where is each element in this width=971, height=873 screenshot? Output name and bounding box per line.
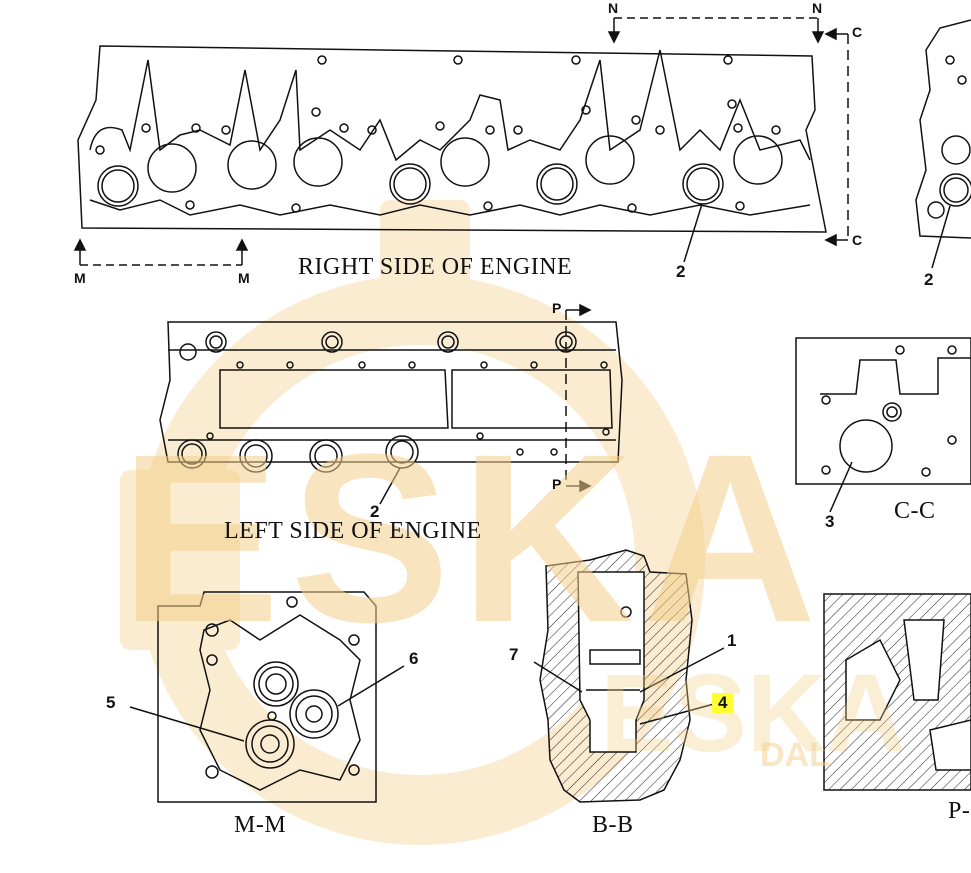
section-p-line — [565, 303, 592, 493]
cc-title: C-C — [894, 498, 936, 524]
section-mark-c-top: C — [852, 24, 863, 40]
section-mark-n-left: N — [608, 0, 619, 16]
section-mark-m-right: M — [238, 270, 250, 286]
callout-6[interactable]: 6 — [409, 649, 419, 668]
p-title-partial: P- — [948, 798, 971, 824]
left-side-title: LEFT SIDE OF ENGINE — [224, 518, 482, 544]
section-mark-n-right: N — [812, 0, 823, 16]
section-m-line — [73, 238, 249, 266]
callout-1[interactable]: 1 — [727, 631, 737, 650]
watermark-gear — [120, 200, 705, 845]
section-bb-view — [533, 549, 725, 803]
callout-2-right-side[interactable]: 2 — [676, 262, 686, 281]
right-side-title: RIGHT SIDE OF ENGINE — [298, 254, 573, 280]
watermark-subtext: ESKA — [600, 652, 906, 775]
callout-3[interactable]: 3 — [825, 512, 835, 531]
mm-title: M-M — [234, 812, 287, 838]
section-p-view — [823, 593, 971, 791]
section-mark-c-bottom: C — [852, 232, 863, 248]
section-cc-view — [795, 337, 971, 513]
callout-5[interactable]: 5 — [106, 693, 116, 712]
watermark-text: ESKA — [120, 404, 827, 672]
section-mark-m-left: M — [74, 270, 86, 286]
section-mark-p-top: P — [552, 300, 562, 316]
callout-4-highlighted[interactable]: 4 — [712, 693, 734, 713]
section-n-line — [607, 17, 825, 44]
left-side-view — [159, 321, 623, 473]
bb-title: B-B — [592, 812, 634, 838]
watermark-tag: DAL — [760, 736, 830, 774]
callout-2-left-side[interactable]: 2 — [370, 502, 380, 521]
callout-2-top-right[interactable]: 2 — [924, 270, 934, 289]
callout-7[interactable]: 7 — [509, 645, 519, 664]
partial-view-top-right — [915, 19, 971, 269]
section-mm-view — [129, 591, 405, 803]
section-mark-p-bottom: P — [552, 476, 562, 492]
section-c-line — [824, 27, 849, 247]
right-side-view — [77, 45, 827, 233]
